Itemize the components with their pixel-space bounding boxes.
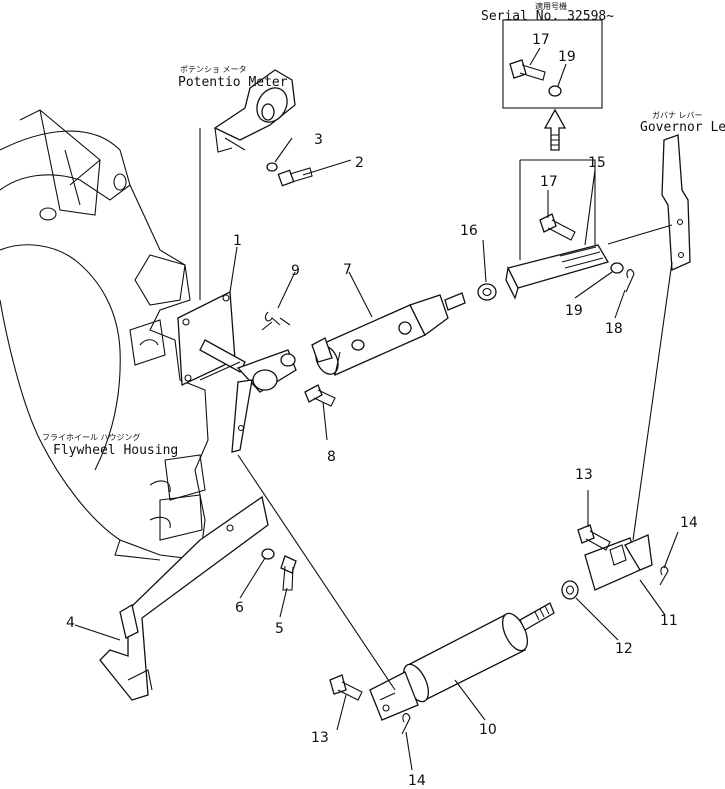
bolt-17-box — [519, 159, 596, 260]
washer-19-lower — [610, 262, 624, 274]
callout-17-upper: 17 — [532, 32, 550, 48]
callout-7: 7 — [343, 262, 352, 278]
bracket-4 — [99, 495, 269, 701]
cotter-pin-9 — [264, 311, 281, 326]
callout-14-upper: 14 — [680, 515, 698, 531]
flywheel-housing-label-jp: フライホイール ハウジング — [42, 432, 141, 442]
bolt-17-upper — [509, 59, 546, 81]
flywheel-housing — [0, 109, 209, 561]
potentio-meter — [199, 69, 296, 300]
governor-lever — [607, 134, 691, 541]
washer-19-upper — [548, 85, 562, 97]
bolt-2 — [277, 167, 313, 187]
bolt-13-lower — [329, 674, 363, 701]
potentio-meter-label-jp: ポテンショ メータ — [180, 65, 247, 74]
flywheel-housing-label: Flywheel Housing — [53, 443, 178, 458]
serial-note: Serial No. 32598~ — [481, 9, 614, 24]
callout-4: 4 — [66, 615, 75, 631]
cotter-pin-14-upper — [659, 566, 669, 586]
callout-17-lower: 17 — [540, 174, 558, 190]
nut-16 — [477, 283, 497, 301]
bolt-8 — [304, 384, 336, 407]
cylinder-7 — [311, 292, 466, 376]
serial-box — [502, 19, 603, 109]
potentio-meter-label: Potentio Meter — [178, 75, 288, 90]
text-labels: 適用号機 Serial No. 32598~ ポテンショ メータ Potenti… — [42, 1, 725, 789]
callout-13-lower: 13 — [311, 730, 329, 746]
callout-1: 1 — [233, 233, 242, 249]
callout-2: 2 — [355, 155, 364, 171]
washer-3 — [266, 162, 278, 172]
callout-8: 8 — [327, 449, 336, 465]
callout-5: 5 — [275, 621, 284, 637]
bolt-17-lower — [539, 213, 576, 241]
cotter-pin-14-lower — [401, 713, 411, 735]
washer-6 — [261, 548, 275, 560]
nut-12 — [561, 580, 579, 600]
callout-13-upper: 13 — [575, 467, 593, 483]
bracket-1 — [177, 290, 297, 453]
callout-14-lower: 14 — [408, 773, 426, 789]
bolt-5 — [280, 555, 297, 591]
callout-15: 15 — [588, 155, 606, 171]
callout-6: 6 — [235, 600, 244, 616]
upgrade-arrow — [543, 108, 567, 151]
callout-3: 3 — [314, 132, 323, 148]
lever-15 — [505, 244, 609, 300]
callout-10: 10 — [479, 722, 497, 738]
callout-19-lower: 19 — [565, 303, 583, 319]
cylinder-10 — [369, 602, 555, 721]
callout-18: 18 — [605, 321, 623, 337]
leader-lines — [74, 47, 679, 771]
callout-11: 11 — [660, 613, 678, 629]
callout-16: 16 — [460, 223, 478, 239]
governor-lever-label-jp: ガバナ レバー — [652, 110, 703, 120]
callout-19-upper: 19 — [558, 49, 576, 65]
bolt-13-upper — [577, 524, 611, 551]
callout-9: 9 — [291, 263, 300, 279]
rod-end-11 — [584, 534, 653, 591]
callout-12: 12 — [615, 641, 633, 657]
cotter-pin-18 — [625, 269, 635, 293]
governor-lever-label: Governor Lever — [640, 120, 725, 135]
serial-note-jp: 適用号機 — [535, 1, 567, 11]
